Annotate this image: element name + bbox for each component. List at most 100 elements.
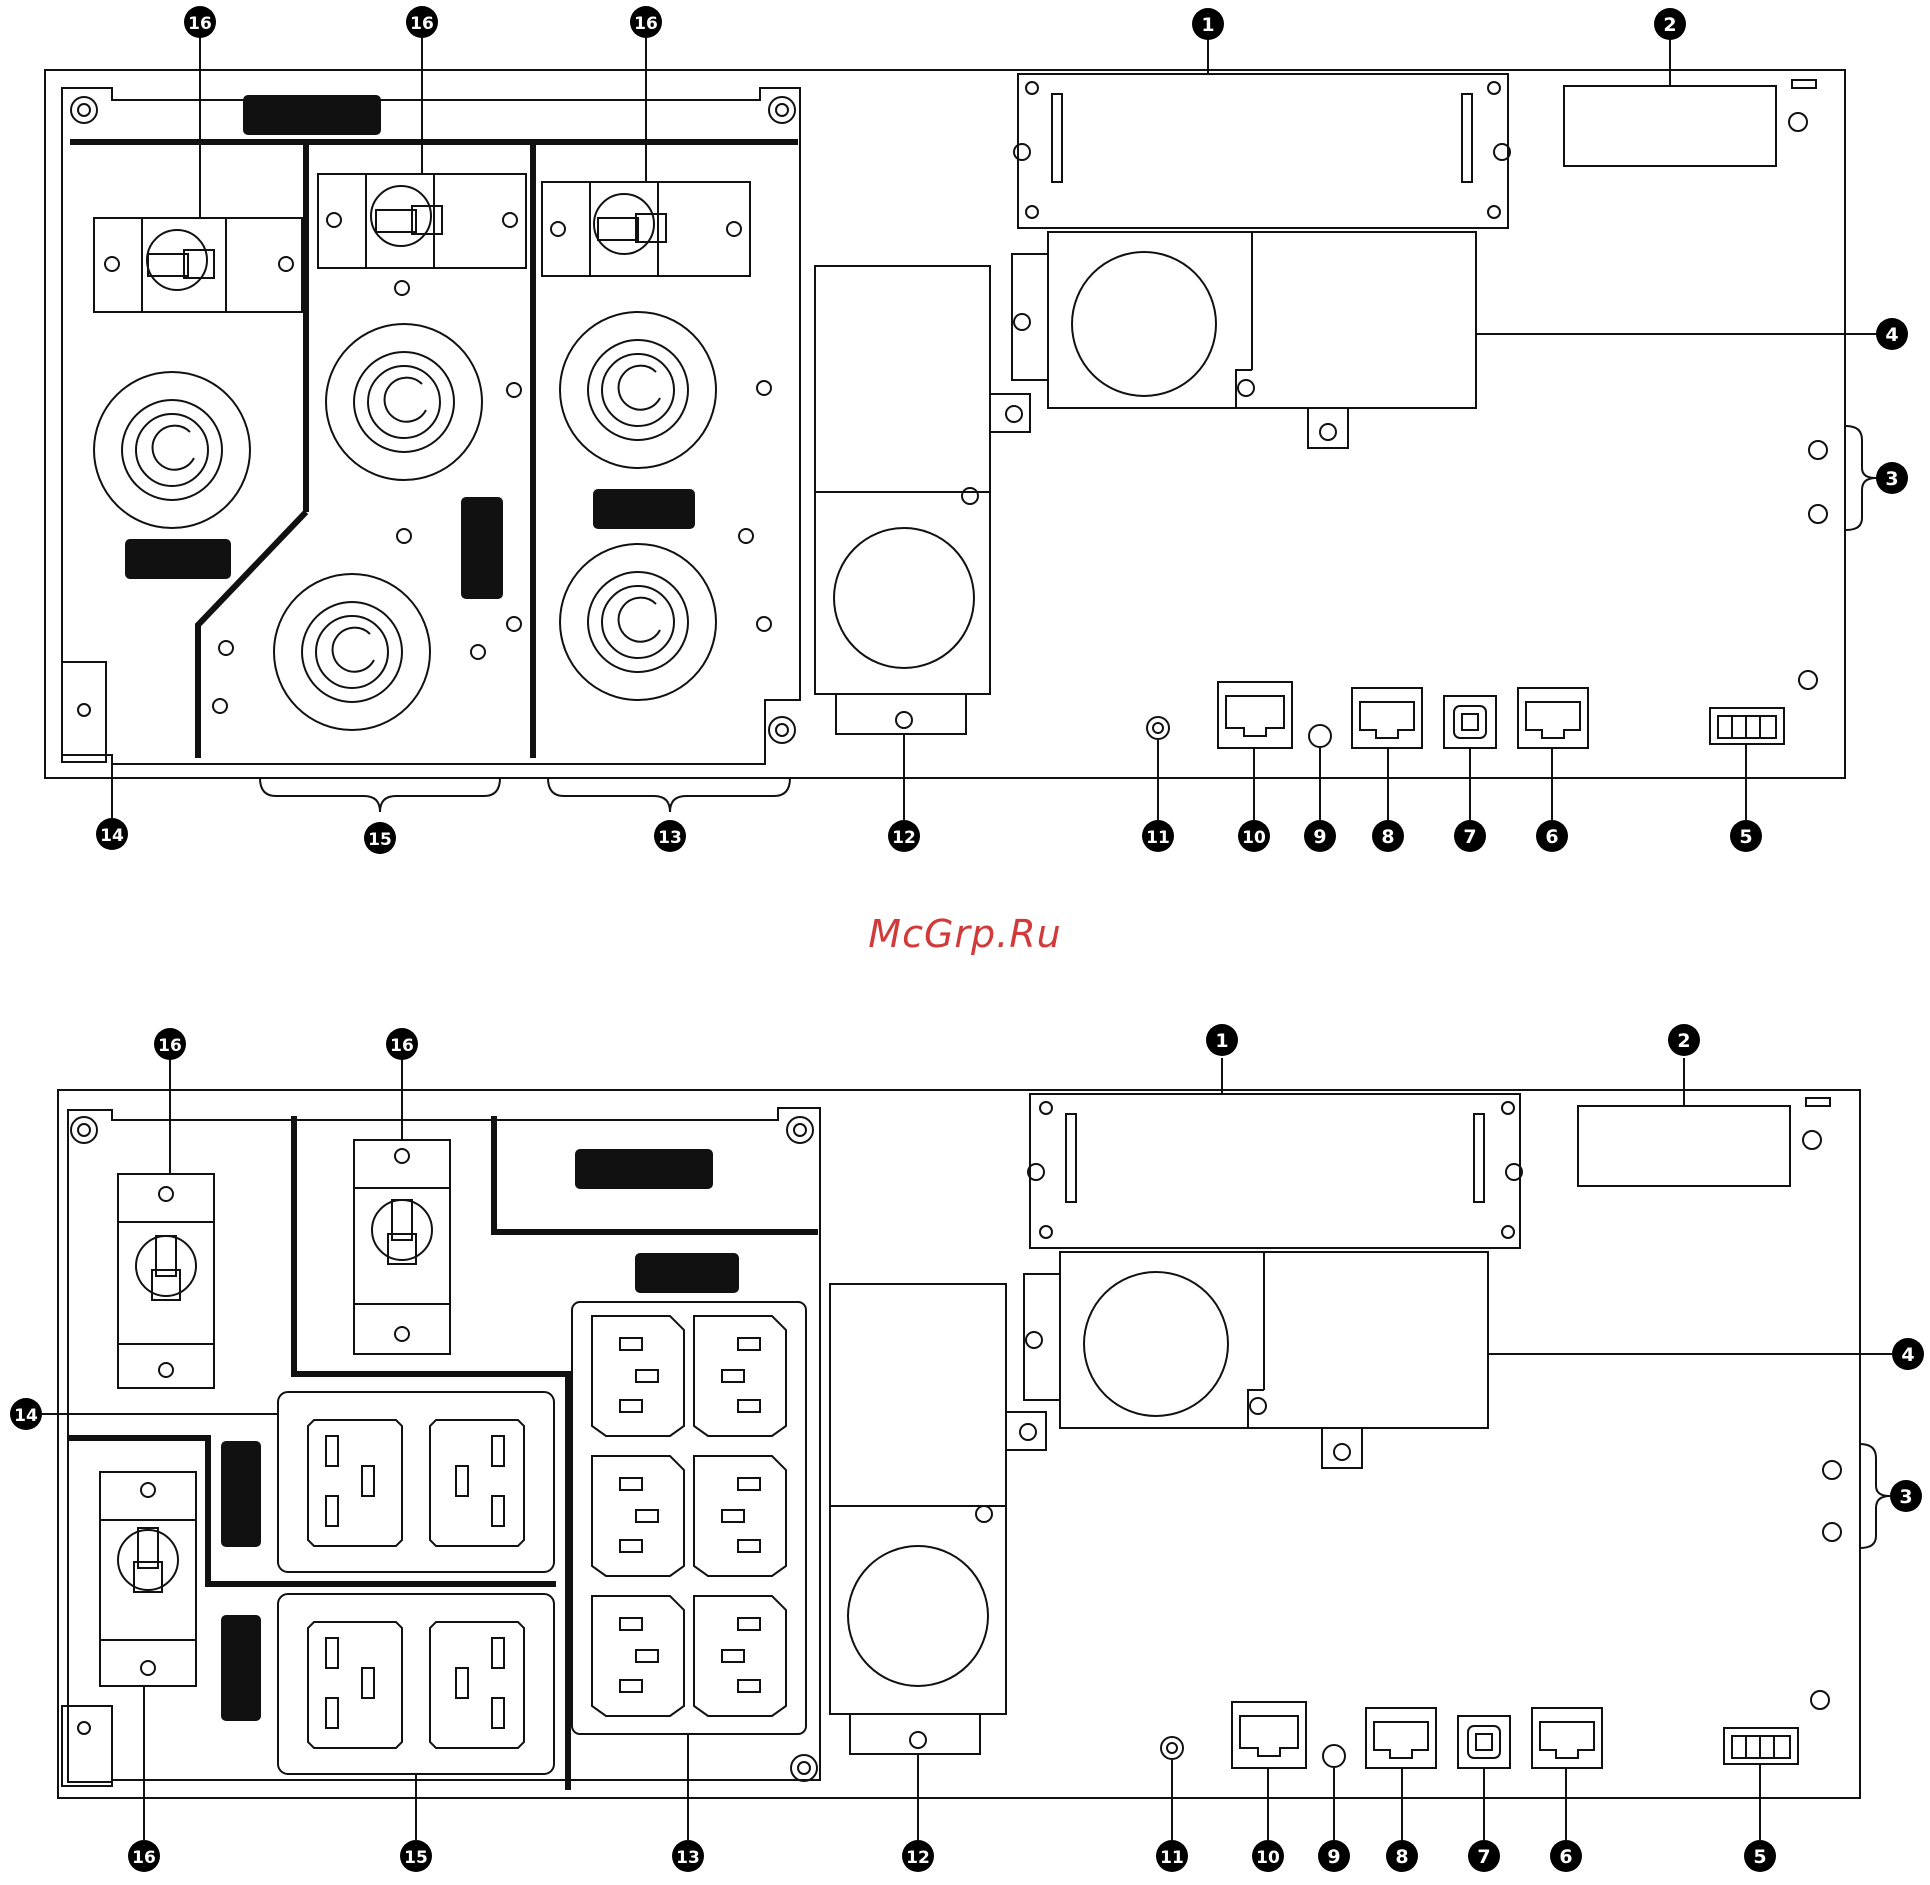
callout-11-badge: 11: [1142, 820, 1174, 852]
top-chassis-outline: [45, 70, 1845, 778]
top-card-slot: [1014, 74, 1510, 228]
callout-16-badge: 16: [154, 1028, 186, 1060]
callout-13-badge: 13: [654, 820, 686, 852]
callout-16-badge: 16: [184, 6, 216, 38]
top-port-8-rj45[interactable]: [1352, 688, 1422, 748]
bottom-outlet-group-15: [278, 1594, 554, 1774]
bottom-port-7-usb[interactable]: [1458, 1716, 1510, 1768]
callout-number: 11: [1160, 1848, 1184, 1868]
callout-9-badge: 9: [1304, 820, 1336, 852]
bottom-breaker-2[interactable]: [354, 1140, 450, 1354]
callout-number: 8: [1381, 826, 1394, 848]
callout-number: 1: [1215, 1030, 1228, 1052]
callout-3-badge: 3: [1890, 1480, 1922, 1512]
callout-number: 14: [100, 826, 124, 846]
top-port-9[interactable]: [1309, 725, 1331, 747]
callout-5-badge: 5: [1730, 820, 1762, 852]
top-port-6-rj45[interactable]: [1518, 688, 1588, 748]
callout-8-badge: 8: [1386, 1840, 1418, 1872]
callout-10-badge: 10: [1238, 820, 1270, 852]
callout-number: 15: [404, 1848, 428, 1868]
top-receptacle-c: [560, 312, 716, 468]
top-leader-lines: [112, 36, 1878, 820]
callout-14-badge: 14: [10, 1398, 42, 1430]
top-receptacle-b: [274, 574, 430, 730]
callout-number: 6: [1559, 1846, 1572, 1868]
callout-number: 4: [1901, 1344, 1914, 1366]
callout-number: 13: [676, 1848, 700, 1868]
callout-number: 7: [1463, 826, 1476, 848]
callout-number: 16: [132, 1848, 156, 1868]
callout-number: 16: [410, 14, 434, 34]
bottom-breaker-1[interactable]: [118, 1174, 214, 1388]
bottom-rear-panel: [42, 1058, 1892, 1840]
callout-number: 16: [390, 1036, 414, 1056]
callout-16-badge: 16: [406, 6, 438, 38]
top-receptacle-a: [326, 324, 482, 480]
callout-number: 9: [1327, 1846, 1340, 1868]
callout-number: 11: [1146, 828, 1170, 848]
top-battery-connector: [1012, 232, 1476, 448]
callout-5-badge: 5: [1744, 1840, 1776, 1872]
bottom-breaker-3[interactable]: [100, 1472, 196, 1686]
top-receptacle-14: [94, 372, 250, 528]
callout-number: 14: [14, 1406, 38, 1426]
callout-number: 7: [1477, 1846, 1490, 1868]
callout-2-badge: 2: [1654, 8, 1686, 40]
top-port-11[interactable]: [1147, 717, 1169, 739]
callout-number: 12: [892, 828, 916, 848]
callout-12-badge: 12: [888, 820, 920, 852]
callout-number: 9: [1313, 826, 1326, 848]
top-label-plate: [244, 96, 380, 134]
bottom-chassis-outline: [58, 1090, 1860, 1798]
watermark-text: McGrp.Ru: [0, 912, 1930, 956]
callout-4-badge: 4: [1876, 318, 1908, 350]
top-breaker-3[interactable]: [542, 182, 750, 276]
callout-number: 15: [368, 830, 392, 850]
callout-12-badge: 12: [902, 1840, 934, 1872]
top-output-module: [62, 88, 800, 764]
top-breaker-2[interactable]: [318, 174, 526, 268]
callout-number: 5: [1753, 1846, 1766, 1868]
bottom-port-6-rj45[interactable]: [1532, 1708, 1602, 1768]
top-breaker-1[interactable]: [94, 218, 302, 312]
callout-number: 13: [658, 828, 682, 848]
top-label-area: [1564, 86, 1776, 166]
callout-6-badge: 6: [1536, 820, 1568, 852]
callout-4-badge: 4: [1892, 1338, 1924, 1370]
callout-number: 16: [188, 14, 212, 34]
callout-number: 2: [1677, 1030, 1690, 1052]
callout-number: 16: [158, 1036, 182, 1056]
callout-number: 4: [1885, 324, 1898, 346]
callout-7-badge: 7: [1454, 820, 1486, 852]
callout-number: 10: [1242, 828, 1266, 848]
bottom-output-module: [62, 1108, 820, 1790]
callout-10-badge: 10: [1252, 1840, 1284, 1872]
callout-1-badge: 1: [1206, 1024, 1238, 1056]
callout-number: 5: [1739, 826, 1752, 848]
callout-number: 16: [634, 14, 658, 34]
callout-number: 3: [1899, 1486, 1912, 1508]
bottom-port-9[interactable]: [1323, 1745, 1345, 1767]
callout-number: 3: [1885, 468, 1898, 490]
top-port-10-rj45[interactable]: [1218, 682, 1292, 748]
top-port-5-terminal[interactable]: [1710, 708, 1784, 744]
bottom-port-11[interactable]: [1161, 1737, 1183, 1759]
bottom-outlet-group-13: [572, 1302, 806, 1734]
bottom-port-5-terminal[interactable]: [1724, 1728, 1798, 1764]
callout-3-badge: 3: [1876, 462, 1908, 494]
top-fan-housing: [815, 266, 1030, 734]
callout-number: 6: [1545, 826, 1558, 848]
callout-number: 10: [1256, 1848, 1280, 1868]
top-receptacle-d: [560, 544, 716, 700]
callout-number: 8: [1395, 1846, 1408, 1868]
callout-16-badge: 16: [128, 1840, 160, 1872]
bottom-port-8-rj45[interactable]: [1366, 1708, 1436, 1768]
callout-15-badge: 15: [400, 1840, 432, 1872]
callout-number: 1: [1201, 14, 1214, 36]
top-port-7-usb[interactable]: [1444, 696, 1496, 748]
callout-2-badge: 2: [1668, 1024, 1700, 1056]
bottom-port-10-rj45[interactable]: [1232, 1702, 1306, 1768]
callout-14-badge: 14: [96, 818, 128, 850]
